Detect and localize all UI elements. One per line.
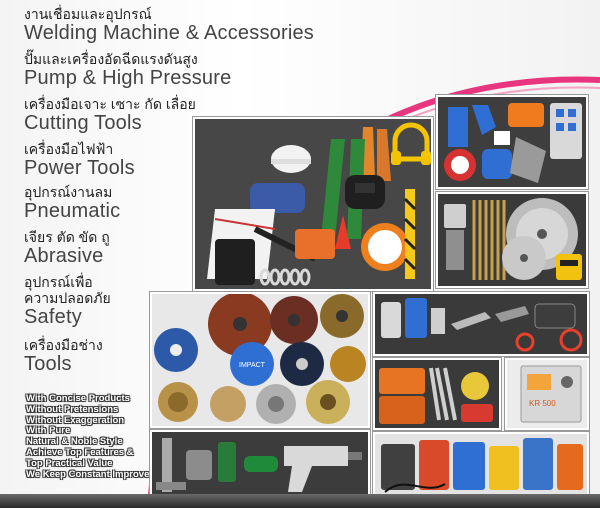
power-tools-illustration bbox=[152, 432, 368, 496]
category-english-label: Power Tools bbox=[24, 157, 135, 179]
category-abrasive: เจียร ตัด ขัด ถู Abrasive bbox=[24, 229, 354, 267]
category-thai-label: เครื่องมือเจาะ เซาะ กัด เลื่อย bbox=[24, 96, 196, 112]
category-cutting: เครื่องมือเจาะ เซาะ กัด เลื่อย Cutting T… bbox=[24, 96, 354, 134]
safety-gear-photo bbox=[193, 117, 433, 291]
category-safety: อุปกรณ์เพื่อ ความปลอดภัย Safety bbox=[24, 274, 354, 328]
category-welding: งานเชื่อมและอุปกรณ์ Welding Machine & Ac… bbox=[24, 6, 354, 44]
welding-machines-photo bbox=[373, 432, 589, 498]
slogan-line: Without Pretensions bbox=[26, 403, 119, 415]
category-english-label: Safety bbox=[24, 306, 82, 328]
category-thai-label: เครื่องมือช่าง bbox=[24, 337, 103, 353]
category-pump: ปั๊มและเครื่องอัดฉีดแรงดันสูง Pump & Hig… bbox=[24, 51, 354, 89]
category-thai-label: เจียร ตัด ขัด ถู bbox=[24, 229, 110, 245]
category-power-tools: เครื่องมือไฟฟ้า Power Tools bbox=[24, 141, 354, 179]
slogan-line: Achieve Top Features & bbox=[26, 446, 134, 458]
pneumatic-tools-photo bbox=[373, 292, 589, 356]
pneumatic-tools-illustration bbox=[375, 294, 587, 354]
cutting-tools-photo bbox=[436, 192, 588, 288]
hand-tools-illustration bbox=[375, 360, 499, 428]
abrasive-discs-illustration: IMPACT bbox=[152, 294, 368, 426]
slogan-line: We Keep Constant Improvement bbox=[26, 468, 173, 480]
welding-machine-photo: KR 500 bbox=[505, 358, 589, 430]
abrasive-discs-photo: IMPACT bbox=[150, 292, 370, 428]
power-tools-photo bbox=[150, 430, 370, 498]
category-english-label: Welding Machine & Accessories bbox=[24, 22, 315, 44]
category-list: งานเชื่อมและอุปกรณ์ Welding Machine & Ac… bbox=[24, 6, 354, 375]
category-tools: เครื่องมือช่าง Tools bbox=[24, 337, 354, 375]
category-thai-label: งานเชื่อมและอุปกรณ์ bbox=[24, 6, 152, 22]
electrical-plugs-photo bbox=[436, 95, 588, 189]
welding-machines-illustration bbox=[375, 434, 587, 496]
cutting-tools-illustration bbox=[438, 194, 586, 286]
safety-gear-illustration bbox=[195, 119, 431, 289]
slogan-line: Without Exaggeration bbox=[26, 414, 125, 426]
welding-machine-illustration: KR 500 bbox=[507, 360, 587, 428]
slogan-line: Natural & Noble Style bbox=[26, 436, 123, 448]
category-english-label: Pneumatic bbox=[24, 200, 121, 222]
hand-tools-photo bbox=[373, 358, 501, 430]
category-english-label: Abrasive bbox=[24, 245, 104, 267]
welder-model-label: KR 500 bbox=[529, 399, 556, 408]
slogan: With Concise Products Without Pretension… bbox=[26, 393, 176, 480]
category-thai-label: อุปกรณ์งานลม bbox=[24, 184, 113, 200]
category-thai-label: อุปกรณ์เพื่อ ความปลอดภัย bbox=[24, 274, 111, 306]
electrical-plugs-illustration bbox=[438, 97, 586, 187]
category-english-label: Pump & High Pressure bbox=[24, 67, 232, 89]
category-thai-label: ปั๊มและเครื่องอัดฉีดแรงดันสูง bbox=[24, 51, 198, 67]
category-pneumatic: อุปกรณ์งานลม Pneumatic bbox=[24, 184, 354, 222]
category-thai-label: เครื่องมือไฟฟ้า bbox=[24, 141, 114, 157]
slogan-line: Top Practical Value bbox=[26, 457, 113, 469]
slogan-line: With Pure bbox=[26, 425, 71, 437]
disc-brand-label: IMPACT bbox=[239, 362, 266, 369]
slogan-line: With Concise Products bbox=[26, 393, 130, 404]
category-english-label: Cutting Tools bbox=[24, 112, 142, 134]
category-english-label: Tools bbox=[24, 353, 72, 375]
page-bottom-shadow bbox=[0, 494, 600, 508]
